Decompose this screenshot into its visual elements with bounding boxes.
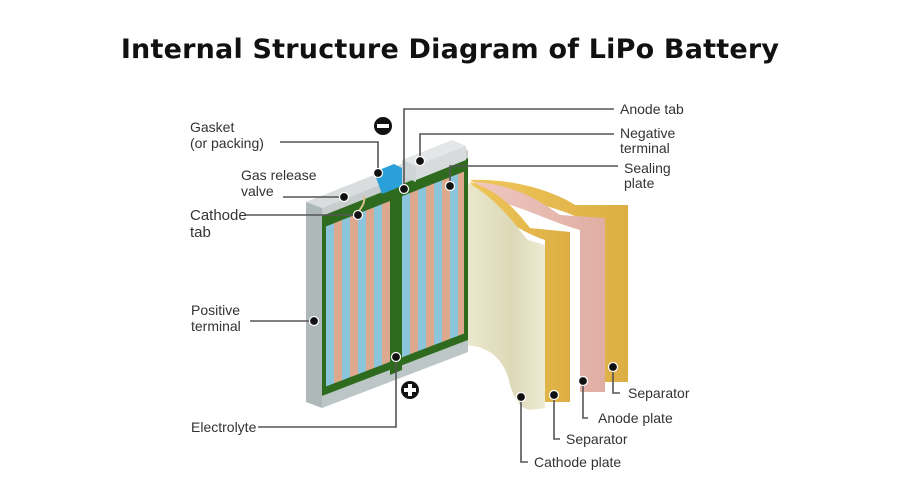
positive-symbol xyxy=(401,381,419,399)
blue-layer-stripe xyxy=(450,173,458,339)
pink-layer-stripe xyxy=(410,189,418,355)
leader-gasket xyxy=(280,141,379,173)
label-electrolyte: Electrolyte xyxy=(191,419,257,435)
positive-terminal-casing xyxy=(306,196,322,408)
leader-cathode-plate xyxy=(520,397,528,463)
battery-cell xyxy=(306,140,468,408)
leader-lines xyxy=(245,108,620,463)
separator-outer-sheet xyxy=(470,179,628,382)
pink-layer-stripe xyxy=(366,207,374,372)
blue-layer-stripe xyxy=(374,204,382,369)
blue-layer-stripe xyxy=(418,186,426,352)
leader-electrolyte xyxy=(258,357,397,428)
label-cathode-plate: Cathode plate xyxy=(534,454,621,470)
blue-layer-stripe xyxy=(402,193,410,358)
electrode-stack xyxy=(326,171,464,387)
pink-layer-stripe xyxy=(382,200,390,365)
pink-layer-stripe xyxy=(334,220,342,384)
label-gasket: Gasket(or packing) xyxy=(190,119,264,151)
casing-bottom xyxy=(322,340,468,408)
leader-negative-terminal xyxy=(419,133,614,161)
pink-layer-stripe xyxy=(426,183,434,349)
blue-layer-stripe xyxy=(342,216,350,381)
blue-layer-stripe xyxy=(326,223,334,387)
label-anode-plate: Anode plate xyxy=(598,410,673,426)
blue-layer-stripe xyxy=(358,210,366,375)
blue-layer-stripe xyxy=(434,180,442,346)
leader-sealing-plate xyxy=(449,165,618,186)
label-separator-inner: Separator xyxy=(566,431,628,447)
pink-layer-stripe xyxy=(458,171,464,336)
electrolyte-divider xyxy=(390,185,402,375)
leader-separator-inner xyxy=(553,395,560,440)
leader-separator-outer xyxy=(612,367,620,394)
negative-symbol xyxy=(374,117,392,135)
cathode-sheet xyxy=(462,180,545,410)
leader-anode-plate xyxy=(582,381,588,419)
leader-anode-tab xyxy=(403,108,614,189)
leader-dots xyxy=(308,155,619,403)
pink-layer-stripe xyxy=(350,213,358,378)
label-separator-outer: Separator xyxy=(628,385,690,401)
pink-layer-stripe xyxy=(442,177,450,342)
unrolled-layers xyxy=(462,179,628,410)
anode-sheet xyxy=(475,182,605,392)
diagram-title: Internal Structure Diagram of LiPo Batte… xyxy=(120,34,780,65)
label-anode-tab: Anode tab xyxy=(620,101,684,117)
